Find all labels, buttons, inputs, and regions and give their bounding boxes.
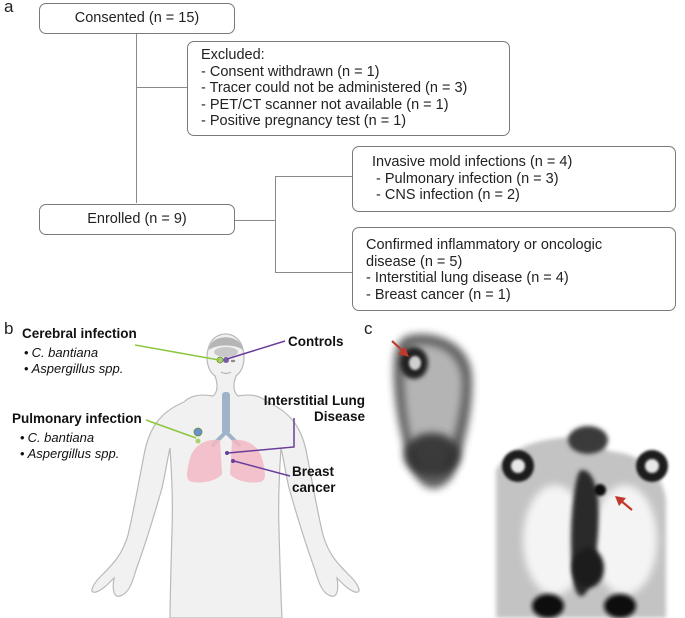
lower-uptake-right [604, 594, 636, 618]
panel-b-letter: b [4, 319, 14, 338]
organism-name: C. bantiana [27, 430, 95, 445]
head-pet-scan [393, 334, 473, 489]
right-eye [230, 359, 236, 363]
trachea [222, 392, 230, 434]
pulmonary-lesion-marker [193, 427, 203, 437]
excluded-title: Excluded: [201, 47, 265, 63]
enrolled-label: Enrolled (n = 9) [87, 211, 187, 228]
breast-label-line: Breast [292, 464, 335, 479]
confirmed-title-line: Confirmed inflammatory or oncologic [366, 237, 603, 253]
left-shoulder-core [511, 459, 525, 473]
mouth [220, 371, 232, 374]
cerebral-infection-title: Cerebral infection [22, 326, 137, 341]
connector-branch-vertical [275, 176, 276, 273]
confirmed-box: Confirmed inflammatory or oncologic dise… [352, 227, 676, 311]
excluded-item: - Tracer could not be administered (n = … [201, 80, 468, 96]
connector-enrolled-branch [235, 220, 275, 221]
brain-region [209, 337, 243, 350]
confirmed-title-line: disease (n = 5) [366, 253, 463, 270]
bullet: • [20, 430, 25, 445]
brain-highlight [214, 347, 238, 357]
bullet: • [24, 361, 29, 376]
connector-to-excluded [136, 87, 188, 88]
confirmed-item: - Breast cancer (n = 1) [366, 286, 511, 303]
organism-name: Aspergillus spp. [27, 446, 120, 461]
enrolled-box: Enrolled (n = 9) [39, 204, 235, 235]
breast-marker [231, 459, 235, 463]
excluded-item: - Consent withdrawn (n = 1) [201, 63, 380, 80]
connector-to-confirmed [275, 272, 353, 273]
mold-item: - CNS infection (n = 2) [372, 187, 520, 203]
panel-c-letter: c [364, 319, 373, 338]
heart-region [572, 548, 604, 588]
mold-title: Invasive mold infections (n = 4) [372, 154, 573, 170]
head-scan-lower [404, 433, 460, 477]
lower-uptake-left [532, 594, 564, 618]
torso-scan-neck [568, 426, 608, 454]
mold-box: Invasive mold infections (n = 4) - Pulmo… [352, 146, 676, 212]
organism-name: Aspergillus spp. [31, 361, 124, 376]
torso-lesion [594, 484, 606, 496]
excluded-item: - PET/CT scanner not available (n = 1) [201, 96, 449, 113]
excluded-item: - Positive pregnancy test (n = 1) [201, 113, 407, 129]
ild-marker [225, 451, 229, 455]
connector-to-mold [275, 176, 353, 177]
bullet: • [24, 345, 29, 360]
pulmonary-callout-line [145, 419, 197, 439]
organism-name: C. bantiana [31, 345, 99, 360]
panel-a-letter: a [4, 0, 14, 16]
right-lung [187, 439, 222, 483]
cerebral-callout-line [134, 344, 220, 361]
breast-cancer-label: Breast cancer [292, 464, 336, 496]
mold-item: - Pulmonary infection (n = 3) [372, 170, 559, 187]
controls-label: Controls [288, 334, 344, 349]
connector-consented-enrolled [136, 33, 137, 203]
right-shoulder-core [645, 459, 659, 473]
ild-label-line: Interstitial Lung [263, 393, 366, 408]
breast-label-line: cancer [292, 480, 336, 495]
head-scan-lesion-core [409, 356, 421, 370]
red-arrow-head-scan [391, 340, 409, 357]
right-lung-field [593, 485, 657, 595]
consented-label: Consented (n = 15) [74, 10, 200, 27]
red-arrow-torso-scan [615, 496, 633, 511]
ild-label-line: Disease [314, 409, 366, 424]
pulmonary-infection-title: Pulmonary infection [12, 411, 142, 426]
excluded-box: Excluded: - Consent withdrawn (n = 1) - … [187, 41, 510, 136]
ild-label: Interstitial Lung Disease [263, 393, 365, 425]
controls-callout-line [226, 340, 286, 360]
confirmed-item: - Interstitial lung disease (n = 4) [366, 270, 569, 286]
bullet: • [20, 446, 25, 461]
pulmonary-lesion-marker [195, 438, 201, 444]
ild-callout-line [227, 418, 295, 454]
cerebral-organism-list: •C. bantiana •Aspergillus spp. [24, 345, 123, 377]
torso-pet-scan [496, 426, 668, 618]
left-lung-field [523, 485, 587, 595]
pulmonary-organism-list: •C. bantiana •Aspergillus spp. [20, 430, 119, 462]
breast-callout-line [233, 460, 291, 477]
consented-box: Consented (n = 15) [39, 3, 235, 34]
